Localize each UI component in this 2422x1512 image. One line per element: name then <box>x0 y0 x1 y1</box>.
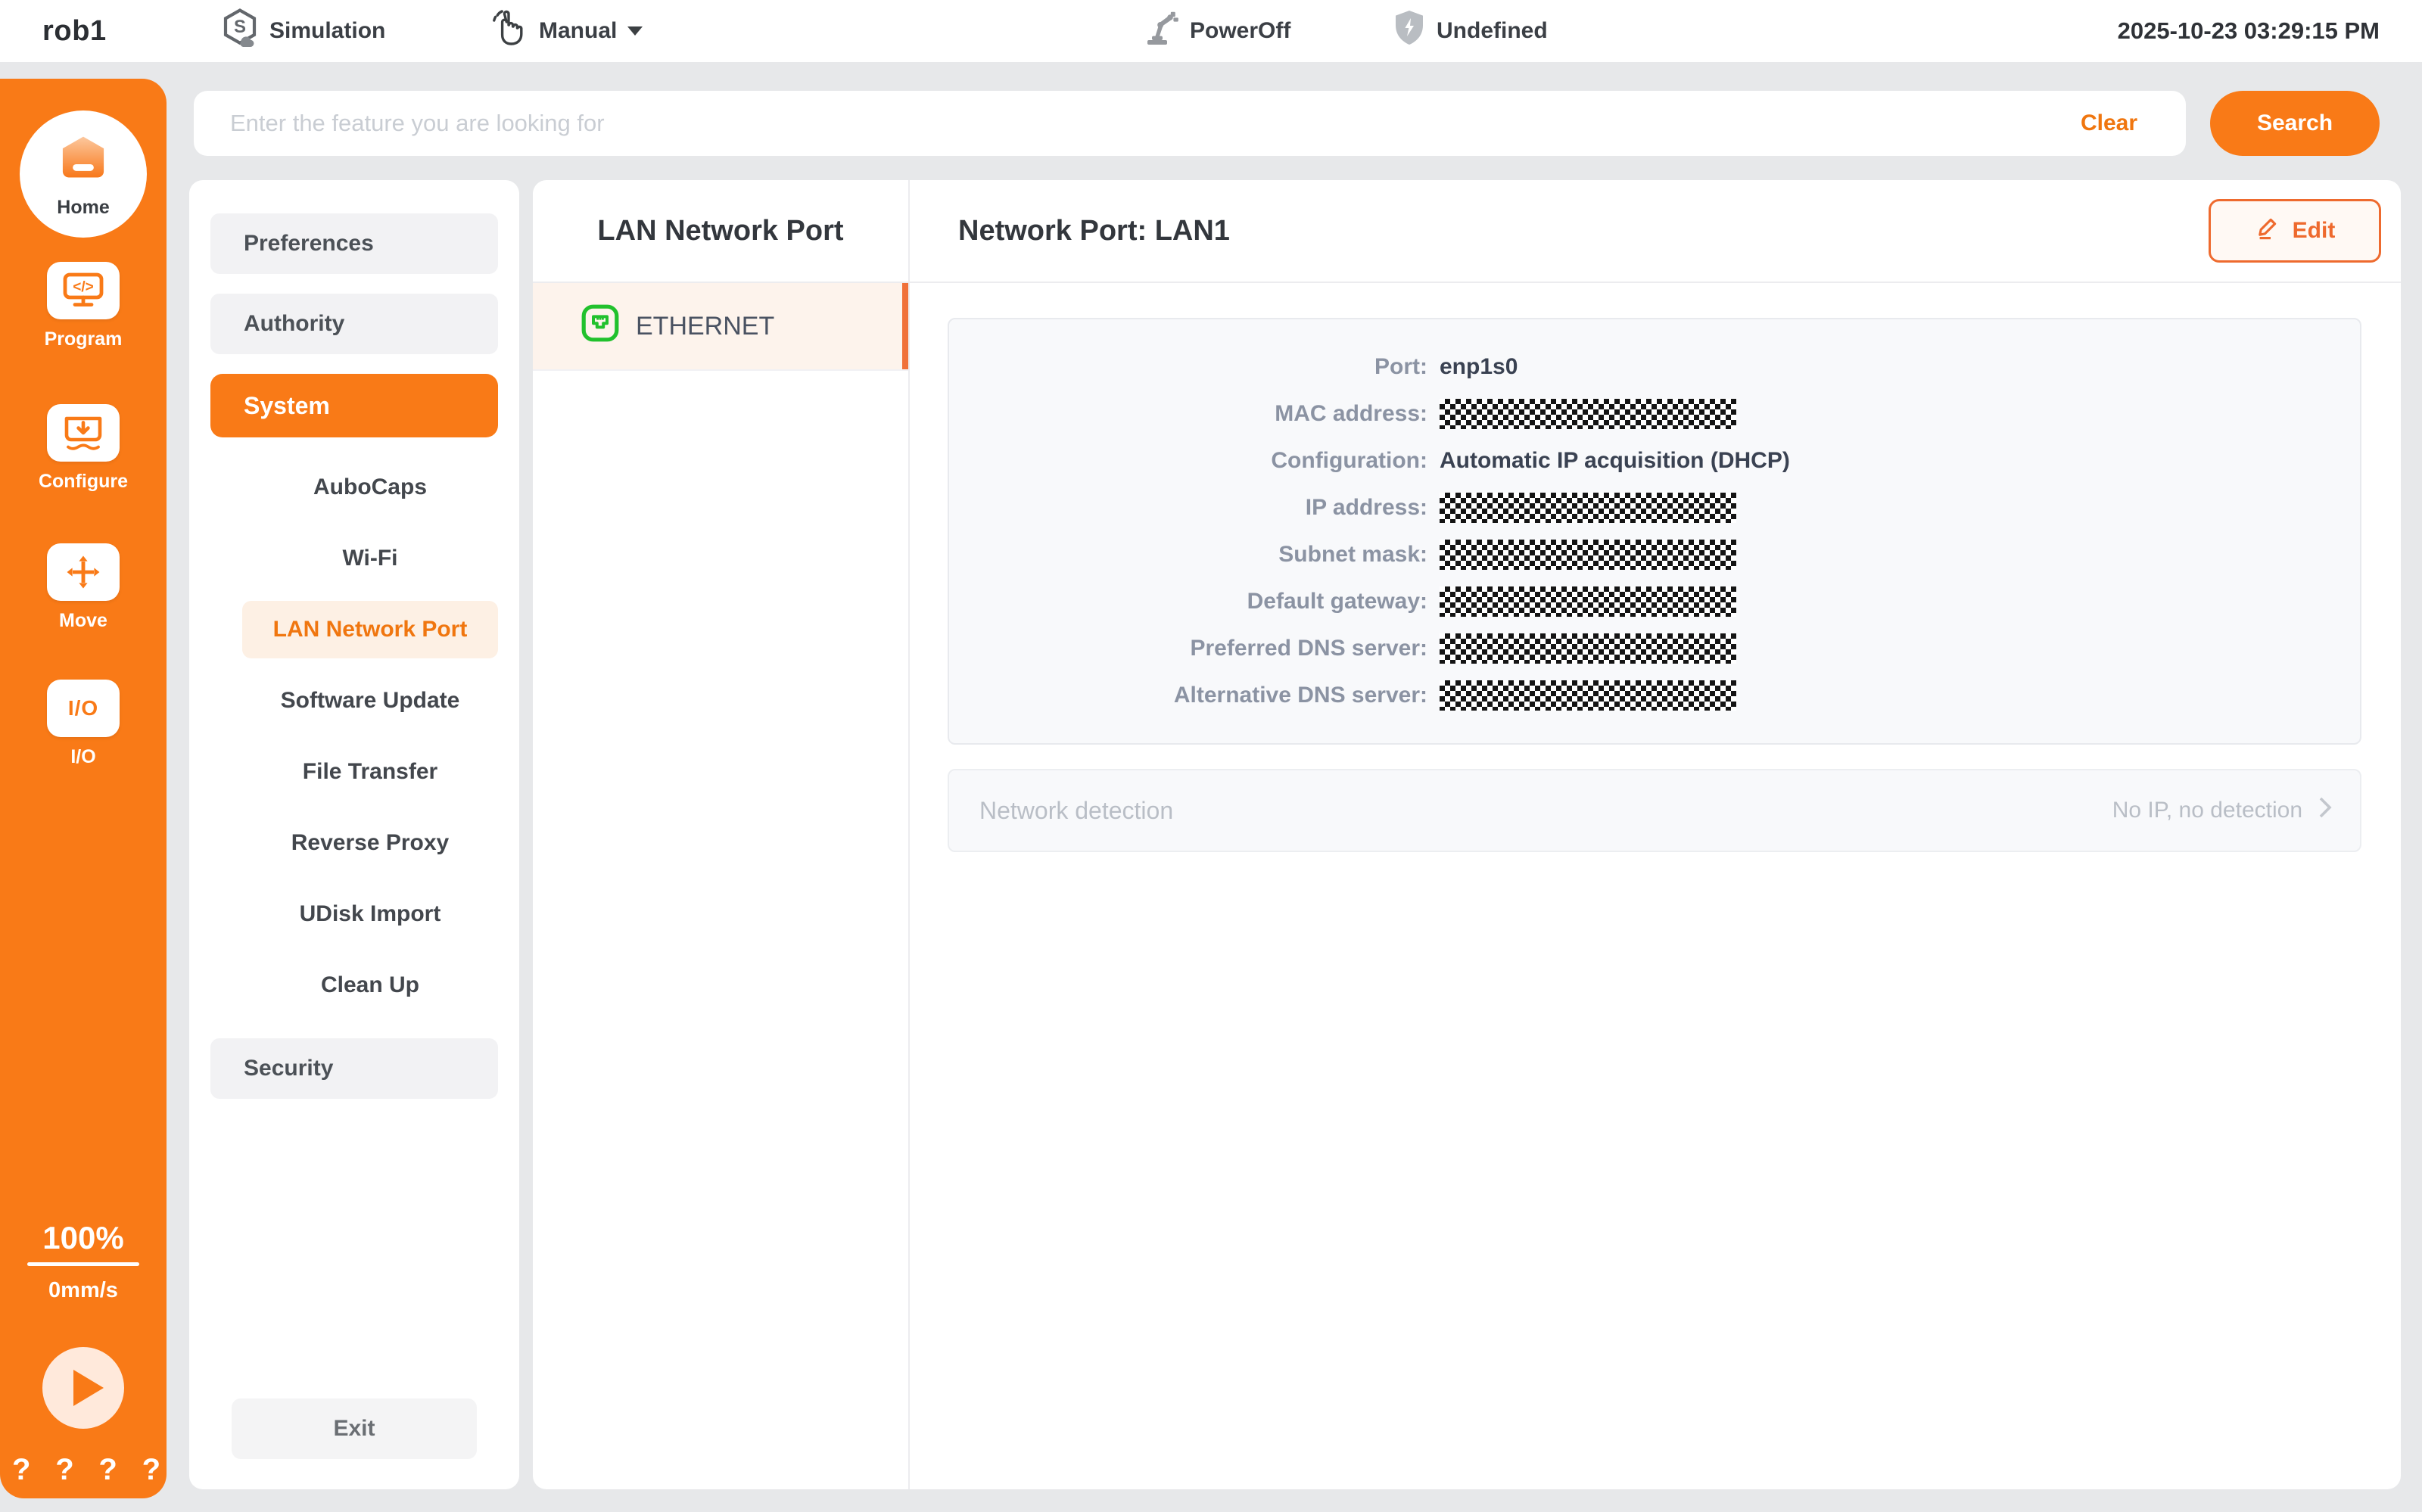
mode-dropdown[interactable]: Manual <box>489 0 643 62</box>
info-row-gateway: Default gateway: <box>949 578 2360 625</box>
speed-value: 0mm/s <box>48 1278 118 1302</box>
topbar: rob1 S Simulation Manual <box>0 0 2422 62</box>
redacted-value <box>1440 586 1736 617</box>
info-row-mac: MAC address: <box>949 390 2360 437</box>
port-value: enp1s0 <box>1440 354 1518 379</box>
network-detection-row[interactable]: Network detection No IP, no detection <box>948 769 2361 852</box>
speed-underline <box>27 1262 139 1266</box>
simulation-status[interactable]: S Simulation <box>221 0 385 62</box>
robot-name: rob1 <box>42 14 107 47</box>
question-mark[interactable]: ? <box>55 1453 74 1486</box>
exit-button[interactable]: Exit <box>232 1398 477 1459</box>
sidebar: Home </> Program Configure <box>0 79 167 1498</box>
program-code-icon: </> <box>47 262 120 319</box>
chevron-down-icon <box>627 26 643 43</box>
submenu-item-reverse-proxy[interactable]: Reverse Proxy <box>291 830 450 855</box>
question-mark[interactable]: ? <box>98 1453 117 1486</box>
sidebar-item-label: Configure <box>38 471 129 492</box>
power-label: PowerOff <box>1190 18 1291 43</box>
pencil-icon <box>2255 215 2280 247</box>
clock: 2025-10-23 03:29:15 PM <box>2117 17 2380 44</box>
page-title: Network Port: LAN1 <box>958 214 1230 247</box>
search-field: Clear <box>194 91 2186 156</box>
sidebar-item-label: Home <box>57 196 110 218</box>
redacted-value <box>1440 399 1736 429</box>
list-item-label: ETHERNET <box>636 311 775 341</box>
menu-item-security[interactable]: Security <box>210 1038 498 1099</box>
detection-label: Network detection <box>979 796 1174 824</box>
mode-label: Manual <box>539 18 618 43</box>
sidebar-item-configure[interactable]: Configure <box>0 404 167 493</box>
submenu-item-software-update[interactable]: Software Update <box>280 688 460 713</box>
power-status[interactable]: PowerOff <box>1143 0 1290 62</box>
network-info-panel: Port: enp1s0 MAC address: Configuration:… <box>948 318 2361 745</box>
svg-text:S: S <box>234 17 246 37</box>
configure-import-icon <box>47 404 120 462</box>
submenu-item-clean-up[interactable]: Clean Up <box>320 972 420 997</box>
list-item-ethernet[interactable]: ETHERNET <box>533 283 908 371</box>
redacted-value <box>1440 540 1736 570</box>
question-mark[interactable]: ? <box>12 1453 31 1486</box>
sidebar-item-move[interactable]: Move <box>0 543 167 632</box>
search-button[interactable]: Search <box>2210 91 2380 156</box>
safety-label: Undefined <box>1437 18 1548 43</box>
submenu-item-file-transfer[interactable]: File Transfer <box>302 759 438 784</box>
simulation-label: Simulation <box>269 18 386 43</box>
submenu-item-aubocaps[interactable]: AuboCaps <box>313 474 427 499</box>
content-card: LAN Network Port ETHERNET Network Port: … <box>533 180 2401 1489</box>
robot-arm-icon <box>1143 8 1179 54</box>
edit-button[interactable]: Edit <box>2209 199 2381 263</box>
port-list-column: LAN Network Port ETHERNET <box>533 180 910 1489</box>
sidebar-item-program[interactable]: </> Program <box>0 262 167 350</box>
hand-gesture-icon <box>489 8 528 54</box>
question-mark[interactable]: ? <box>142 1453 160 1486</box>
redacted-value <box>1440 493 1736 523</box>
detail-header: Network Port: LAN1 Edit <box>910 180 2401 283</box>
detail-pane: Network Port: LAN1 Edit Port: enp1s0 <box>910 180 2401 1489</box>
search-input[interactable] <box>227 108 2072 138</box>
play-icon <box>73 1370 104 1406</box>
configuration-value: Automatic IP acquisition (DHCP) <box>1440 448 1790 473</box>
system-submenu: AuboCaps Wi-Fi LAN Network Port Software… <box>242 459 498 1014</box>
submenu-item-wifi[interactable]: Wi-Fi <box>342 546 398 571</box>
detection-status: No IP, no detection <box>2112 798 2302 823</box>
menu-item-authority[interactable]: Authority <box>210 294 498 354</box>
move-arrows-icon <box>47 543 120 601</box>
redacted-value <box>1440 633 1736 664</box>
sidebar-item-label: Move <box>59 610 107 631</box>
play-button[interactable] <box>42 1347 124 1429</box>
svg-text:</>: </> <box>73 279 93 295</box>
submenu-item-lan-network-port[interactable]: LAN Network Port <box>242 601 498 658</box>
edit-label: Edit <box>2292 218 2336 243</box>
info-row-configuration: Configuration: Automatic IP acquisition … <box>1271 448 1790 473</box>
info-row-alternative-dns: Alternative DNS server: <box>949 672 2360 719</box>
submenu-item-udisk-import[interactable]: UDisk Import <box>299 901 441 926</box>
info-row-port: Port: enp1s0 <box>1374 354 1518 379</box>
chevron-right-icon <box>2318 795 2333 826</box>
menu-item-system[interactable]: System <box>210 374 498 437</box>
ethernet-port-icon <box>581 304 619 348</box>
sidebar-item-label: I/O <box>70 746 96 767</box>
home-icon <box>53 130 114 194</box>
io-icon: I/O <box>47 680 120 737</box>
safety-status[interactable]: Undefined <box>1393 0 1548 62</box>
info-row-preferred-dns: Preferred DNS server: <box>949 625 2360 672</box>
sidebar-item-io[interactable]: I/O I/O <box>0 680 167 768</box>
menu-item-preferences[interactable]: Preferences <box>210 213 498 274</box>
status-marks: ? ? ? ? <box>12 1453 160 1487</box>
settings-menu: Preferences Authority System AuboCaps Wi… <box>189 180 519 1489</box>
info-row-subnet: Subnet mask: <box>949 531 2360 578</box>
simulation-icon: S <box>221 8 259 54</box>
speed-control[interactable]: 100% 0mm/s <box>0 1220 167 1303</box>
speed-percent: 100% <box>42 1220 124 1255</box>
shield-bolt-icon <box>1393 8 1426 54</box>
clear-button[interactable]: Clear <box>2072 109 2146 138</box>
sidebar-item-label: Program <box>44 328 123 350</box>
info-row-ip: IP address: <box>949 484 2360 531</box>
port-list-title: LAN Network Port <box>533 180 908 283</box>
redacted-value <box>1440 680 1736 711</box>
sidebar-item-home[interactable]: Home <box>20 110 147 238</box>
